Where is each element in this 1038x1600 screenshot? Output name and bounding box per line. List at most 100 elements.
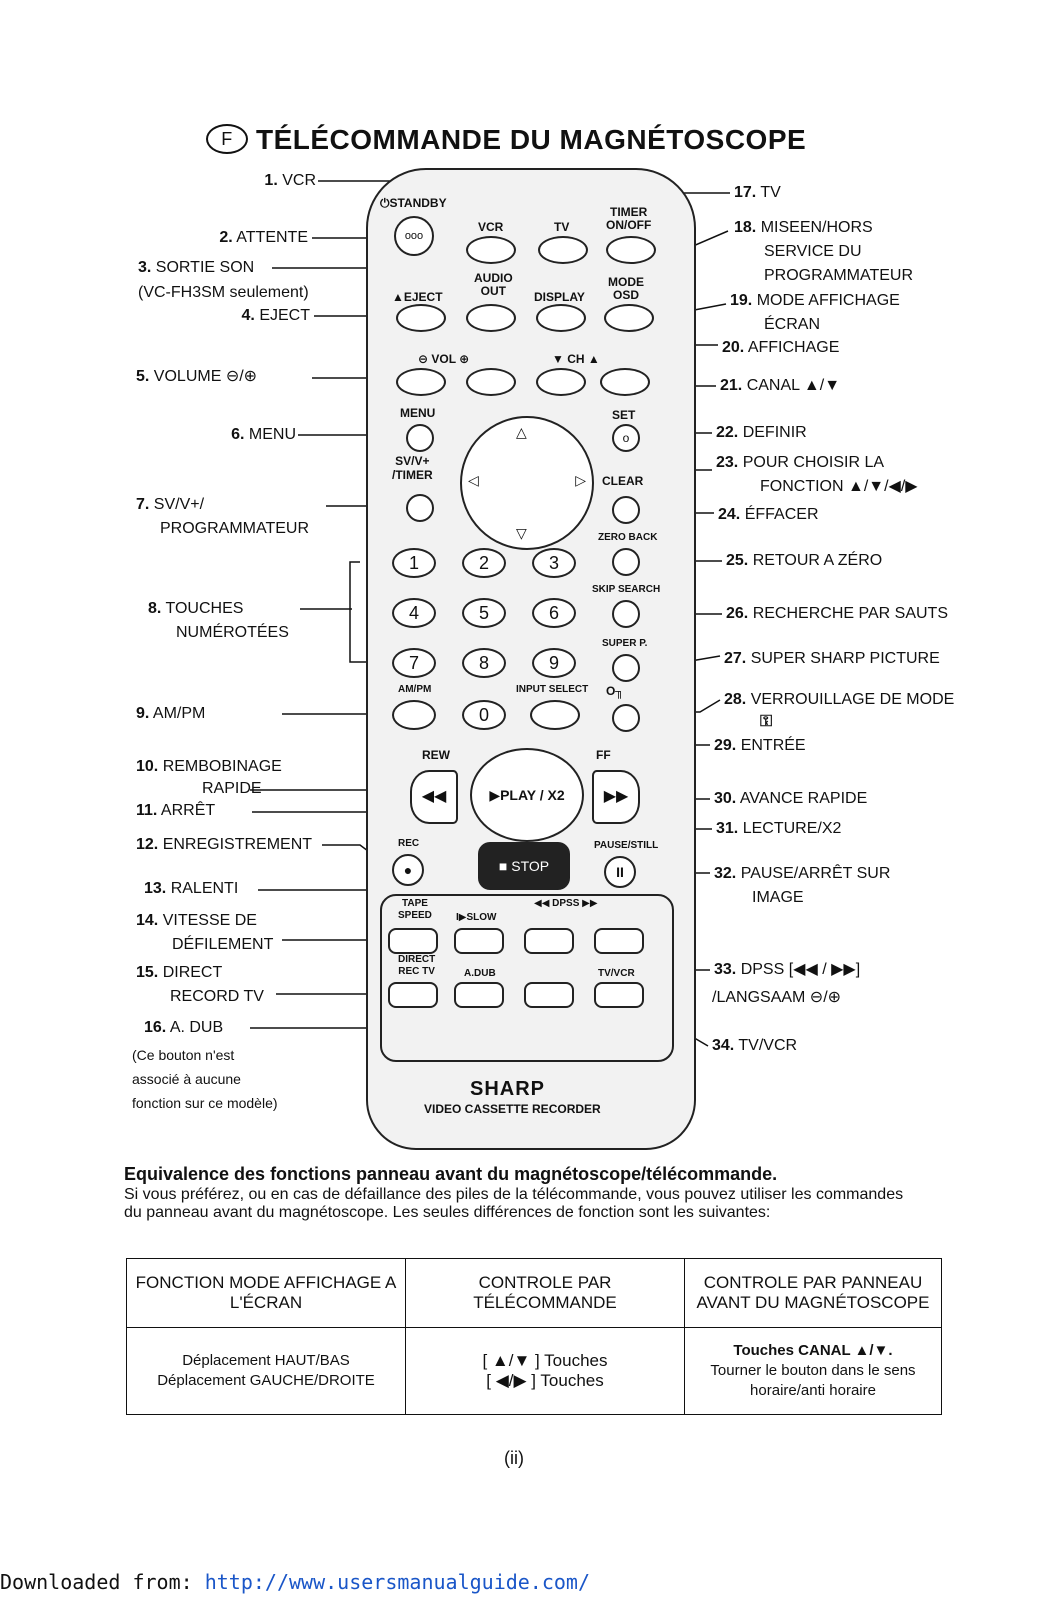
set-button[interactable]: o xyxy=(612,424,640,452)
ampm-button[interactable] xyxy=(392,700,436,730)
blank-button[interactable] xyxy=(524,982,574,1008)
ampm-label: AM/PM xyxy=(398,684,432,695)
callout-22: 22. DEFINIR xyxy=(716,424,807,441)
mode-osd-label: MODE OSD xyxy=(608,275,644,302)
equivalence-text: Si vous préférez, ou en cas de défaillan… xyxy=(124,1186,904,1221)
callout-18c: PROGRAMMATEUR xyxy=(764,267,914,284)
footer-link[interactable]: http://www.usersmanualguide.com/ xyxy=(204,1570,591,1594)
mode-osd-button[interactable] xyxy=(604,304,654,332)
digit-7-button[interactable]: 7 xyxy=(392,648,436,678)
rewind-button[interactable]: ◀◀ xyxy=(410,770,458,824)
audio-out-button[interactable] xyxy=(466,304,516,332)
digit-2-button[interactable]: 2 xyxy=(462,548,506,578)
rec-label: REC xyxy=(398,838,420,849)
callout-16-note-1: (Ce bouton n'est xyxy=(132,1047,235,1063)
channel-down-button[interactable] xyxy=(536,368,586,396)
vcr-label: VCR xyxy=(478,220,504,234)
tape-panel xyxy=(380,894,674,1062)
display-button[interactable] xyxy=(536,304,586,332)
callout-18b: SERVICE DU xyxy=(764,243,862,260)
digit-5-button[interactable]: 5 xyxy=(462,598,506,628)
tape-speed-button[interactable] xyxy=(388,928,438,954)
callout-5: 5. VOLUME ⊖/⊕ xyxy=(136,368,258,385)
dpss-minus-button[interactable] xyxy=(524,928,574,954)
arrow-right-icon[interactable]: ▷ xyxy=(575,472,586,488)
menu-label: MENU xyxy=(400,406,436,420)
dpss-plus-button[interactable] xyxy=(594,928,644,954)
standby-label: ⏻STANDBY xyxy=(380,196,447,210)
input-select-button[interactable] xyxy=(530,700,580,730)
callout-17: 17. TV xyxy=(734,184,781,201)
volume-up-button[interactable] xyxy=(466,368,516,396)
pause-button[interactable]: II xyxy=(604,856,636,888)
equivalence-table: FONCTION MODE AFFICHAGE A L'ÉCRAN CONTRO… xyxy=(126,1258,942,1415)
brand-subtitle: VIDEO CASSETTE RECORDER xyxy=(424,1102,601,1116)
digit-8-button[interactable]: 8 xyxy=(462,648,506,678)
zero-back-button[interactable] xyxy=(612,548,640,576)
callout-4: 4. EJECT xyxy=(241,307,310,324)
callout-19b: ÉCRAN xyxy=(764,316,821,333)
stop-button[interactable]: ■ STOP xyxy=(478,842,570,890)
download-footer: Downloaded from: http://www.usersmanualg… xyxy=(0,1570,590,1594)
super-p-label: SUPER P. xyxy=(602,638,648,649)
tvvcr-label: TV/VCR xyxy=(598,968,635,979)
cell-line: Touches CANAL ▲/▼. xyxy=(733,1342,893,1359)
display-label: DISPLAY xyxy=(534,290,585,304)
arrow-up-icon[interactable]: △ xyxy=(516,424,527,440)
play-button[interactable]: ▶PLAY / X2 xyxy=(470,748,584,842)
lock-button[interactable] xyxy=(612,704,640,732)
callout-32: 32. PAUSE/ARRÊT SUR xyxy=(714,865,891,882)
callout-19: 19. MODE AFFICHAGE xyxy=(730,292,900,309)
tv-button[interactable] xyxy=(538,236,588,264)
super-picture-button[interactable] xyxy=(612,654,640,682)
callout-26: 26. RECHERCHE PAR SAUTS xyxy=(726,605,948,622)
channel-up-button[interactable] xyxy=(600,368,650,396)
callout-3-note: (VC-FH3SM seulement) xyxy=(138,284,309,301)
arrow-left-icon[interactable]: ◁ xyxy=(468,472,479,488)
adub-button[interactable] xyxy=(454,982,504,1008)
callout-6: 6. MENU xyxy=(231,426,296,443)
direct-rec-button[interactable] xyxy=(388,982,438,1008)
callout-13: 13. RALENTI xyxy=(144,880,239,897)
standby-button[interactable]: ooo xyxy=(394,216,434,256)
digit-9-button[interactable]: 9 xyxy=(532,648,576,678)
skip-search-label: SKIP SEARCH xyxy=(592,584,661,595)
table-header-remote: CONTROLE PAR TÉLÉCOMMANDE xyxy=(405,1258,685,1328)
callout-15b: RECORD TV xyxy=(170,988,264,1005)
title-text: TÉLÉCOMMANDE DU MAGNÉTOSCOPE xyxy=(256,124,807,155)
brand-logo: SHARP xyxy=(470,1078,546,1100)
callout-20: 20. AFFICHAGE xyxy=(722,339,840,356)
sv-timer-button[interactable] xyxy=(406,494,434,522)
callout-23: 23. POUR CHOISIR LA xyxy=(716,454,885,471)
digit-6-button[interactable]: 6 xyxy=(532,598,576,628)
slow-label: I▶SLOW xyxy=(456,912,497,923)
skip-search-button[interactable] xyxy=(612,600,640,628)
callout-25: 25. RETOUR A ZÉRO xyxy=(726,552,883,569)
cell-line: Déplacement HAUT/BAS xyxy=(182,1352,350,1369)
record-button[interactable]: ● xyxy=(392,854,424,886)
fast-forward-button[interactable]: ▶▶ xyxy=(592,770,640,824)
cell-line: [ ▲/▼ ] Touches xyxy=(482,1351,608,1370)
timer-label: TIMER ON/OFF xyxy=(606,205,652,232)
callout-24: 24. ÉFFACER xyxy=(718,506,819,523)
callout-27: 27. SUPER SHARP PICTURE xyxy=(724,650,940,667)
table-header-panel: CONTROLE PAR PANNEAU AVANT DU MAGNÉTOSCO… xyxy=(684,1258,942,1328)
key-icon: O╖ xyxy=(606,684,624,698)
digit-3-button[interactable]: 3 xyxy=(532,548,576,578)
vcr-button[interactable] xyxy=(466,236,516,264)
navigation-pad[interactable]: △ ▽ ◁ ▷ xyxy=(460,416,594,550)
menu-button[interactable] xyxy=(406,424,434,452)
arrow-down-icon[interactable]: ▽ xyxy=(516,525,527,541)
digit-4-button[interactable]: 4 xyxy=(392,598,436,628)
digit-0-button[interactable]: 0 xyxy=(462,700,506,730)
clear-button[interactable] xyxy=(612,496,640,524)
eject-button[interactable] xyxy=(396,304,446,332)
callout-2: 2. ATTENTE xyxy=(219,229,308,246)
timer-button[interactable] xyxy=(606,236,656,264)
digit-1-button[interactable]: 1 xyxy=(392,548,436,578)
volume-down-button[interactable] xyxy=(396,368,446,396)
callout-11: 11. ARRÊT xyxy=(136,802,216,819)
tv-vcr-button[interactable] xyxy=(594,982,644,1008)
slow-button[interactable] xyxy=(454,928,504,954)
